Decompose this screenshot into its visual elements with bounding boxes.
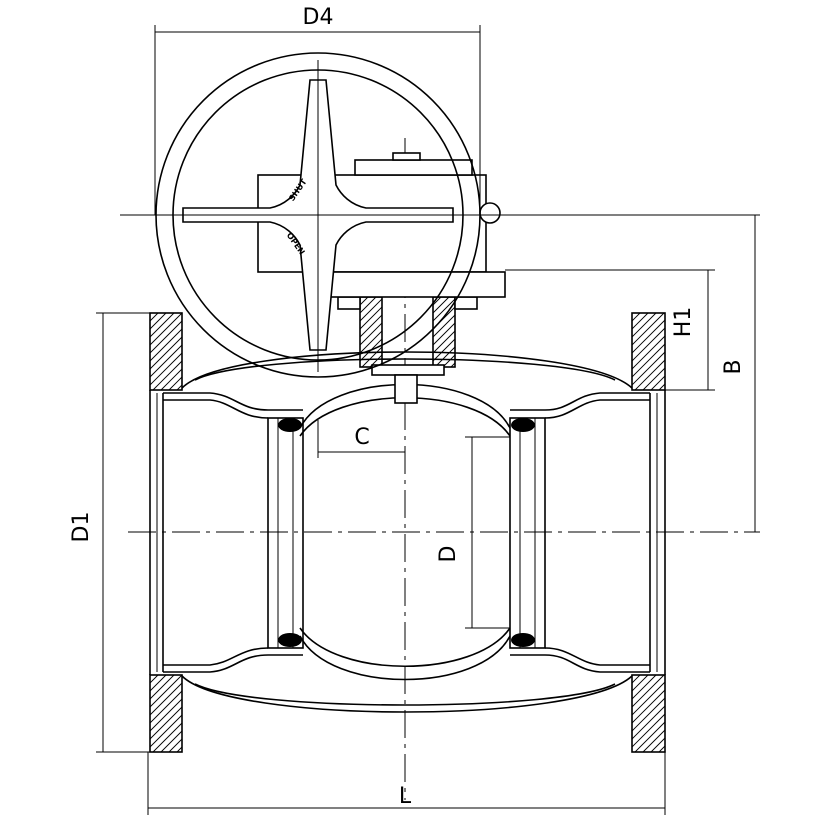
hatch-line xyxy=(631,351,666,386)
hatch-line xyxy=(432,296,442,306)
dimension-d4: D4 xyxy=(154,5,481,215)
hatch-line xyxy=(631,681,666,716)
hatch-line xyxy=(631,697,666,732)
hatch-line xyxy=(149,674,175,700)
label-d4: D4 xyxy=(303,5,334,30)
hatch-line xyxy=(149,674,183,708)
hatch-line xyxy=(432,314,456,338)
hatch-line xyxy=(152,722,183,753)
hatch-line xyxy=(359,306,383,330)
hatch-line xyxy=(432,296,450,314)
hatch-line xyxy=(631,674,665,708)
hatch-line xyxy=(149,714,183,748)
dimension-d1: D1 xyxy=(69,312,150,753)
hatch-line xyxy=(149,706,183,740)
hatch-line xyxy=(650,737,666,753)
hatch-line xyxy=(434,346,456,368)
hatch-line xyxy=(359,296,377,314)
stem-neck xyxy=(337,296,478,404)
hatch-line xyxy=(160,730,183,753)
hatch-line xyxy=(642,367,666,391)
hatch-line xyxy=(149,336,183,370)
hatch-line xyxy=(149,352,183,386)
hatch-line xyxy=(152,360,183,391)
hatch-line xyxy=(149,690,183,724)
hatch-line xyxy=(658,383,666,391)
hatch-line xyxy=(631,312,649,330)
hatch-line xyxy=(442,354,456,368)
flanges xyxy=(149,312,666,753)
hatch-line xyxy=(149,682,183,716)
hatch-line xyxy=(631,674,641,684)
label-h1: H1 xyxy=(671,307,696,338)
hatch-line xyxy=(631,713,666,748)
hatch-line xyxy=(361,346,383,368)
hatch-line xyxy=(359,314,383,338)
hatch-line xyxy=(149,320,183,354)
hatch-line xyxy=(432,322,456,346)
hatch-line xyxy=(149,328,183,362)
label-c: C xyxy=(354,425,369,450)
hatch-line xyxy=(359,298,383,322)
hatch-line xyxy=(149,312,175,338)
hatch-line xyxy=(631,312,665,346)
hatch-line xyxy=(176,746,183,753)
hatch-line xyxy=(642,729,666,753)
hatch-line xyxy=(149,674,159,684)
seats xyxy=(267,417,546,649)
dimension-d: D xyxy=(436,436,510,629)
label-l: L xyxy=(399,784,412,809)
hatch-line xyxy=(168,738,183,753)
dimension-b: B xyxy=(721,215,756,532)
hatch-line xyxy=(149,674,167,692)
hatch-line xyxy=(631,689,666,724)
label-d1: D1 xyxy=(69,512,94,543)
hatch-line xyxy=(160,368,183,391)
hatch-line xyxy=(631,327,666,362)
hatch-line xyxy=(658,745,666,753)
hatch-line xyxy=(631,674,649,692)
hatch-line xyxy=(650,375,666,391)
hatch-line xyxy=(176,384,183,391)
hatch-line xyxy=(432,298,456,322)
hatch-line xyxy=(149,312,167,330)
hatch-line xyxy=(631,705,666,740)
hatch-line xyxy=(631,343,666,378)
hatch-line xyxy=(149,344,183,378)
dimension-l: L xyxy=(147,752,666,815)
hatch-line xyxy=(631,674,657,700)
section-hatching xyxy=(149,296,666,753)
hatch-line xyxy=(149,312,183,346)
hatch-line xyxy=(634,721,666,753)
hatch-line xyxy=(631,312,657,338)
hatch-line xyxy=(359,330,383,354)
dimension-h1: H1 xyxy=(505,269,715,391)
hatch-line xyxy=(631,335,666,370)
hatch-line xyxy=(149,698,183,732)
label-d: D xyxy=(436,546,461,563)
hatch-line xyxy=(631,319,666,354)
hatch-line xyxy=(432,338,456,362)
hatch-line xyxy=(359,322,383,346)
label-b: B xyxy=(721,359,746,374)
hatch-line xyxy=(149,312,159,322)
valve-body xyxy=(149,351,666,713)
hatch-line xyxy=(168,376,183,391)
hatch-line xyxy=(634,359,666,391)
hatch-line xyxy=(631,312,641,322)
dimension-c: C xyxy=(317,420,405,458)
hatch-line xyxy=(359,296,369,306)
hatch-line xyxy=(432,330,456,354)
